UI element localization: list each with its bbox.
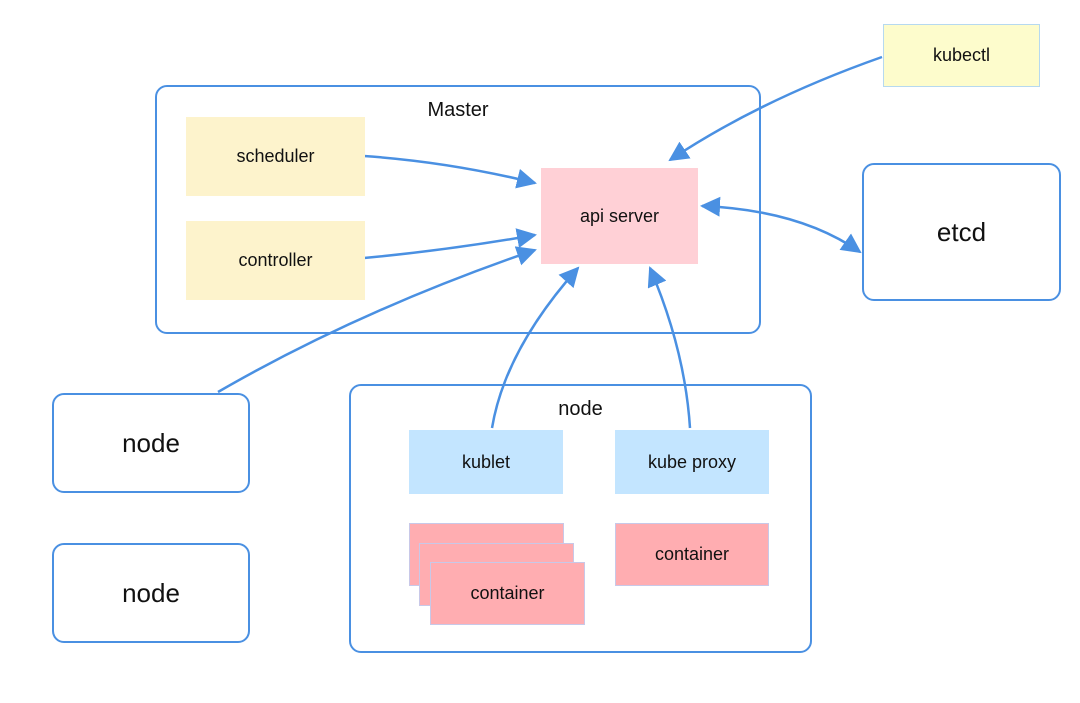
node-box-1: node — [52, 393, 250, 493]
etcd-label: etcd — [936, 216, 987, 247]
container-label: container — [654, 544, 730, 564]
master-group: Master — [155, 85, 761, 334]
kube-proxy-label: kube proxy — [647, 451, 737, 472]
controller-label: controller — [238, 250, 313, 270]
scheduler-box: scheduler — [186, 117, 365, 196]
kubectl-label: kubectl — [932, 45, 991, 65]
master-title: Master — [427, 99, 489, 121]
controller-box: controller — [186, 221, 365, 300]
node-box-2: node — [52, 543, 250, 643]
kubectl-box: kubectl — [883, 24, 1040, 87]
kublet-box: kublet — [409, 430, 563, 494]
node-label-1: node — [122, 427, 180, 458]
etcd-box: etcd — [862, 163, 1061, 301]
container-stack-label: container — [470, 583, 545, 603]
kube-proxy-box: kube proxy — [615, 430, 769, 494]
node-label-2: node — [122, 577, 180, 608]
worker-node-title: node — [558, 398, 603, 420]
worker-node-group: node — [349, 384, 812, 653]
api-server-box: api server — [541, 168, 698, 264]
scheduler-label: scheduler — [236, 146, 315, 166]
api-server-label: api server — [579, 205, 660, 226]
kublet-label: kublet — [461, 451, 511, 472]
container-box: container — [615, 523, 769, 586]
container-stack-front: container — [430, 562, 585, 625]
